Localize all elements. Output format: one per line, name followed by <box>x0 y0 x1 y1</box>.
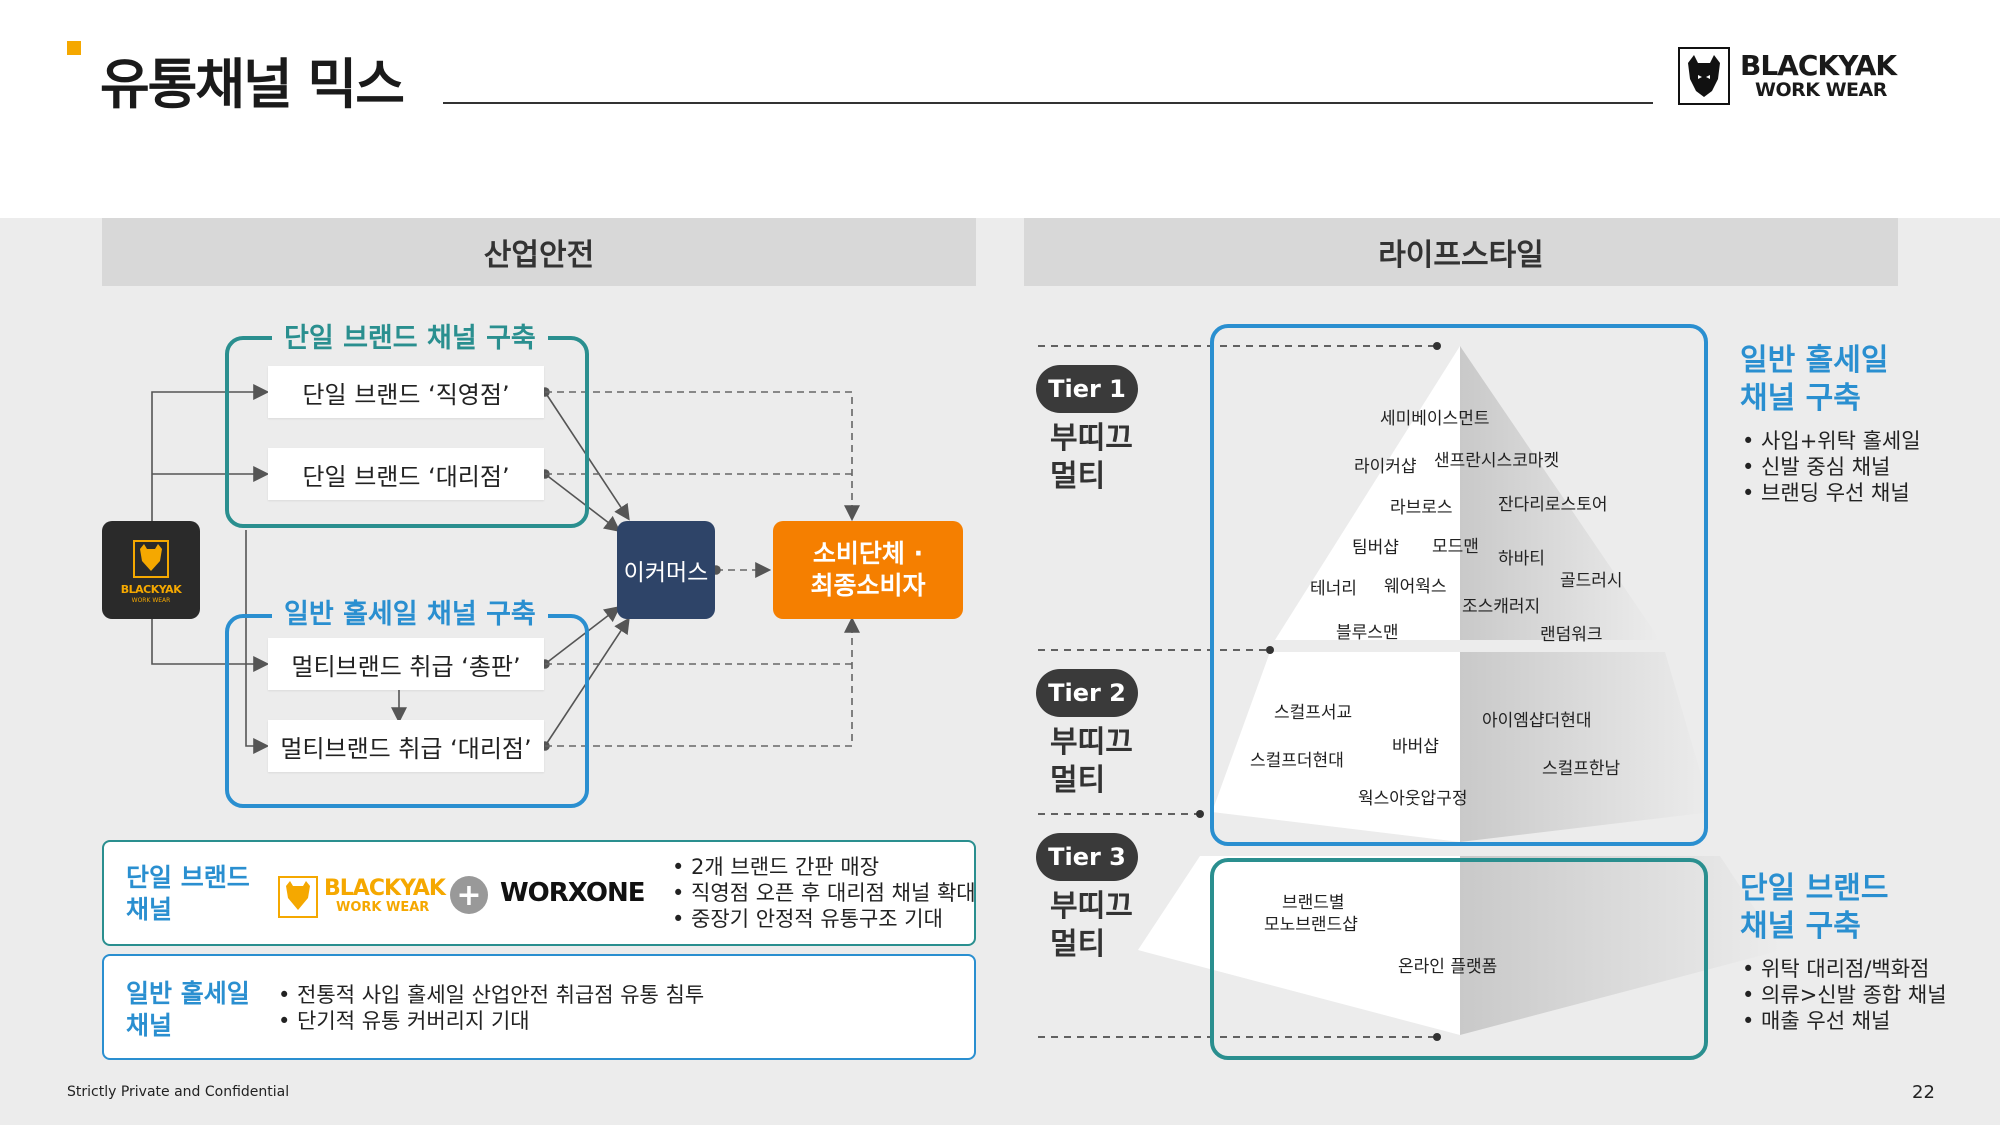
store-label: 브랜드별 <box>1282 893 1345 913</box>
single-brand-highlight-box <box>1210 858 1708 1060</box>
store-label: 웨어웍스 <box>1384 577 1447 597</box>
blackyak-logo-subtext: WORK WEAR <box>336 900 430 915</box>
tier-2-sub-line1: 부띠끄 <box>1050 725 1133 760</box>
store-label: 스컬프한남 <box>1542 759 1621 779</box>
single-brand-channel-info: 단일 브랜드 채널 BLACKYAK WORK WEAR + WORXONE •… <box>102 840 976 946</box>
single-bullet-2: • 직영점 오픈 후 대리점 채널 확대 <box>672 881 976 905</box>
source-logo-line1: BLACKYAK <box>120 583 182 596</box>
single-brand-channel-label: 단일 브랜드 채널 <box>126 862 250 926</box>
single-bullet-1: • 2개 브랜드 간판 매장 <box>672 855 880 879</box>
page-number: 22 <box>1912 1082 1935 1103</box>
label-line2: 채널 <box>126 895 173 924</box>
channel-direct-store: 단일 브랜드 ‘직영점’ <box>268 366 544 418</box>
title-line2: 채널 구축 <box>1740 381 1861 416</box>
store-label: 잔다리로스토어 <box>1498 495 1608 515</box>
channel-brand-agency: 단일 브랜드 ‘대리점’ <box>268 448 544 500</box>
store-label: 테너리 <box>1310 579 1357 599</box>
store-label: 아이엠샵더현대 <box>1482 711 1592 731</box>
consumer-line1: 소비단체 · <box>812 539 924 568</box>
blackyak-logo-text: BLACKYAK <box>324 876 446 901</box>
accent-square <box>67 41 81 55</box>
store-label: 스컬프서교 <box>1274 703 1353 723</box>
yak-head-icon <box>132 539 170 579</box>
single-block-bullet-1: • 위탁 대리점/백화점 <box>1742 957 1930 981</box>
tier-3-badge: Tier 3 <box>1036 833 1138 881</box>
wholesale-block-bullet-2: • 신발 중심 채널 <box>1742 455 1891 479</box>
store-label: 바버샵 <box>1392 737 1439 757</box>
tier-2-badge: Tier 2 <box>1036 669 1138 717</box>
wholesale-bullet-2: • 단기적 유통 커버리지 기대 <box>278 1009 530 1033</box>
store-label: 모드맨 <box>1432 537 1479 557</box>
wholesale-block-title: 일반 홀세일 채널 구축 <box>1740 342 1888 418</box>
store-label: 온라인 플랫폼 <box>1398 957 1498 977</box>
single-bullet-3: • 중장기 안정적 유통구조 기대 <box>672 907 943 931</box>
tier-3-sub-line1: 부띠끄 <box>1050 889 1133 924</box>
title-line1: 단일 브랜드 <box>1740 871 1889 906</box>
store-label: 스컬프더현대 <box>1250 751 1344 771</box>
tier-1-subtitle: 부띠끄 멀티 <box>1050 420 1133 496</box>
page-title: 유통채널 믹스 <box>100 53 405 116</box>
tier-3-subtitle: 부띠끄 멀티 <box>1050 888 1133 964</box>
wholesale-group-title: 일반 홀세일 채널 구축 <box>272 592 548 631</box>
wholesale-block-bullet-1: • 사입+위탁 홀세일 <box>1742 429 1921 453</box>
ecommerce-node: 이커머스 <box>617 521 715 619</box>
title-line1: 일반 홀세일 <box>1740 343 1889 378</box>
brand-logo: BLACKYAK WORK WEAR <box>1678 47 1898 105</box>
plus-icon: + <box>450 876 488 914</box>
consumer-line2: 최종소비자 <box>810 571 926 600</box>
store-label: 팀버샵 <box>1352 538 1399 558</box>
worxone-logo: WORXONE <box>500 878 646 908</box>
wholesale-channel-info: 일반 홀세일 채널 • 전통적 사입 홀세일 산업안전 취급점 유통 침투 • … <box>102 954 976 1060</box>
store-label: 샌프란시스코마켓 <box>1434 451 1560 471</box>
store-label: 모노브랜드샵 <box>1264 915 1358 935</box>
source-logo-line2: WORK WEAR <box>131 597 171 604</box>
title-line2: 채널 구축 <box>1740 909 1861 944</box>
single-brand-group-title: 단일 브랜드 채널 구축 <box>272 316 548 355</box>
channel-multibrand-agency: 멀티브랜드 취급 ‘대리점’ <box>268 720 544 772</box>
brand-logo-line2: WORK WEAR <box>1755 79 1887 101</box>
single-block-bullet-3: • 매출 우선 채널 <box>1742 1009 1891 1033</box>
header-area <box>0 0 2000 218</box>
store-label: 랜덤워크 <box>1540 625 1603 645</box>
tier-2-sub-line2: 멀티 <box>1050 763 1106 798</box>
consumer-node: 소비단체 · 최종소비자 <box>773 521 963 619</box>
wholesale-highlight-box <box>1210 324 1708 846</box>
yak-head-icon <box>1678 47 1730 105</box>
wholesale-bullet-1: • 전통적 사입 홀세일 산업안전 취급점 유통 침투 <box>278 983 705 1007</box>
store-label: 골드러시 <box>1560 571 1623 591</box>
tier-1-sub-line1: 부띠끄 <box>1050 421 1133 456</box>
tier-3-sub-line2: 멀티 <box>1050 927 1106 962</box>
brand-logo-line1: BLACKYAK <box>1740 49 1897 82</box>
store-label: 세미베이스먼트 <box>1380 409 1490 429</box>
single-block-bullet-2: • 의류>신발 종합 채널 <box>1742 983 1947 1007</box>
label-line2: 채널 <box>126 1011 173 1040</box>
store-label: 조스캐러지 <box>1462 597 1541 617</box>
channel-distributor: 멀티브랜드 취급 ‘총판’ <box>268 638 544 690</box>
yak-head-icon <box>278 876 318 918</box>
wholesale-block-bullet-3: • 브랜딩 우선 채널 <box>1742 481 1910 505</box>
store-label: 하바티 <box>1498 549 1545 569</box>
store-label: 라브로스 <box>1390 498 1453 518</box>
tier-1-badge: Tier 1 <box>1036 365 1138 413</box>
tier-1-sub-line2: 멀티 <box>1050 459 1106 494</box>
tier-2-subtitle: 부띠끄 멀티 <box>1050 724 1133 800</box>
footer-confidential: Strictly Private and Confidential <box>67 1084 290 1100</box>
wholesale-channel-label: 일반 홀세일 채널 <box>126 978 250 1042</box>
store-label: 라이커샵 <box>1354 457 1417 477</box>
store-label: 블루스맨 <box>1336 623 1399 643</box>
source-brand-logo: BLACKYAK WORK WEAR <box>102 521 200 619</box>
section-header-lifestyle: 라이프스타일 <box>1024 218 1898 286</box>
single-block-title: 단일 브랜드 채널 구축 <box>1740 870 1888 946</box>
store-label: 웍스아웃압구정 <box>1358 789 1468 809</box>
label-line1: 단일 브랜드 <box>126 863 250 892</box>
title-underline <box>443 102 1653 104</box>
section-header-industrial-safety: 산업안전 <box>102 218 976 286</box>
label-line1: 일반 홀세일 <box>126 979 250 1008</box>
